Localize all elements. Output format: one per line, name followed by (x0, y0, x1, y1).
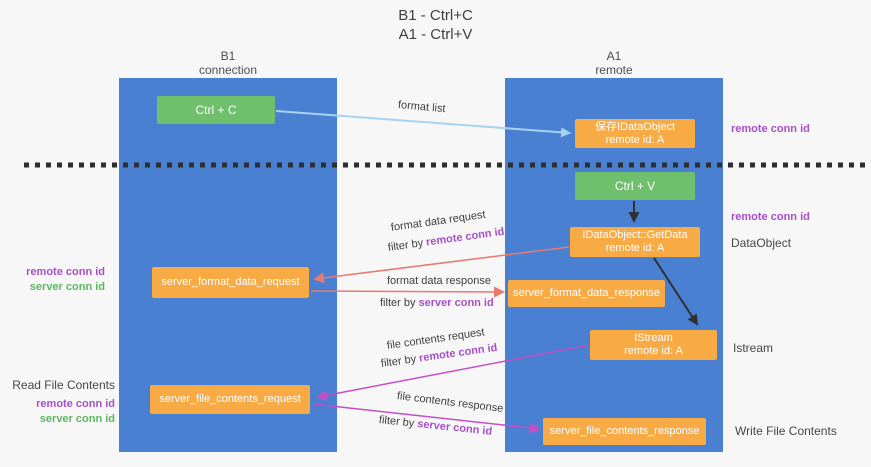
lane-b1-subtitle: connection (198, 63, 258, 77)
write-file-contents-annotation: Write File Contents (735, 424, 837, 438)
filter-by-text: filter by (380, 297, 419, 309)
remote-conn-id-annotation-top: remote conn id (731, 123, 810, 135)
server-conn-id-annotation-left: server conn id (29, 281, 105, 293)
diagram-title: B1 - Ctrl+C A1 - Ctrl+V (0, 6, 871, 44)
remote-conn-id-annotation-left-bottom: remote conn id (36, 398, 115, 410)
lane-b1-name: B1 (220, 49, 236, 63)
lane-header-b1: B1 connection (119, 49, 337, 77)
format-list-label: format list (397, 99, 447, 116)
getdata-line2: remote id: A (605, 242, 665, 254)
server-conn-id-key: server conn id (418, 297, 494, 309)
format-conn-id-annotations: remote conn id server conn id (5, 265, 105, 295)
filter-by-text: filter by (378, 414, 418, 430)
istream-line2: remote id: A (624, 345, 683, 357)
server-format-data-request-label: server_format_data_request (161, 276, 300, 288)
file-conn-id-annotations: Read File Contents remote conn id server… (5, 378, 115, 427)
lane-a1-name: A1 (606, 49, 622, 63)
file-contents-response-filter: filter by server conn id (378, 414, 492, 438)
server-file-contents-response-box: server_file_contents_response (543, 418, 706, 445)
format-data-response-label: format data response (387, 275, 491, 287)
remote-conn-id-key: remote conn id (425, 225, 506, 249)
save-idataobject-box: 保存IDataObject remote id: A (575, 119, 695, 148)
ctrl-c-label: Ctrl + C (195, 102, 237, 117)
ctrl-v-label: Ctrl + V (614, 178, 656, 193)
server-file-contents-response-label: server_file_contents_response (549, 425, 700, 437)
format-data-response-filter: filter by server conn id (380, 297, 494, 309)
server-file-contents-request-label: server_file_contents_request (159, 393, 301, 405)
filter-by-text: filter by (380, 352, 420, 370)
remote-conn-id-annotation-mid: remote conn id (731, 211, 810, 223)
file-contents-response-label: file contents response (396, 390, 504, 415)
server-file-contents-request-box: server_file_contents_request (150, 385, 310, 414)
lane-header-a1: A1 remote (505, 49, 723, 77)
lane-a1-subtitle: remote (595, 63, 633, 77)
ctrl-c-box: Ctrl + C (157, 96, 275, 124)
istream-box: IStream remote id: A (590, 330, 717, 360)
server-format-data-request-box: server_format_data_request (152, 267, 309, 298)
title-line-1: B1 - Ctrl+C (398, 7, 473, 24)
ctrl-v-box: Ctrl + V (575, 172, 695, 200)
server-conn-id-annotation-left-bottom: server conn id (39, 413, 115, 425)
istream-line1: IStream (634, 332, 673, 344)
title-line-2: A1 - Ctrl+V (398, 26, 473, 43)
server-format-data-response-box: server_format_data_response (508, 280, 665, 307)
read-file-contents-annotation: Read File Contents (12, 378, 115, 392)
istream-annotation: Istream (733, 341, 774, 355)
server-conn-id-key: server conn id (416, 418, 493, 438)
remote-conn-id-annotation-left: remote conn id (26, 266, 105, 278)
filter-by-text: filter by (387, 236, 427, 254)
dataobject-annotation: DataObject (731, 236, 792, 250)
getdata-box: IDataObject::GetData remote id: A (570, 227, 700, 257)
getdata-line1: IDataObject::GetData (582, 229, 688, 241)
save-idataobject-line1: 保存IDataObject (594, 120, 676, 133)
server-format-data-response-label: server_format_data_response (513, 287, 660, 299)
save-idataobject-line2: remote id: A (605, 133, 665, 146)
format-data-response-arrow (310, 286, 505, 298)
